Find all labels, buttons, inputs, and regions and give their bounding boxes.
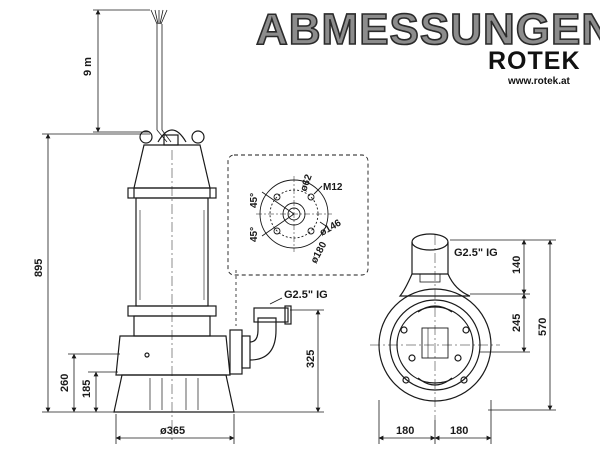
brand-name: ROTEK bbox=[488, 47, 581, 75]
angle-b-label: 45° bbox=[249, 227, 260, 242]
pump-side-view bbox=[113, 9, 292, 440]
height-245-label: 245 bbox=[511, 314, 523, 332]
total-height-label: 895 bbox=[33, 259, 45, 277]
width-right-label: 180 bbox=[450, 425, 468, 437]
pump-top-view bbox=[370, 233, 500, 420]
d180-label: ø180 bbox=[309, 240, 330, 266]
cable-length-label: 9 m bbox=[82, 57, 94, 76]
width-left-label: 180 bbox=[396, 425, 414, 437]
outlet-thread-top-label: G2.5" IG bbox=[454, 247, 498, 259]
outlet-height-label: 325 bbox=[305, 350, 317, 368]
height-260-label: 260 bbox=[59, 374, 71, 392]
d62-label: ø62 bbox=[298, 173, 314, 193]
bolt-label: M12 bbox=[323, 182, 343, 193]
side-dimension-lines bbox=[42, 9, 324, 444]
angle-a-label: 45° bbox=[249, 193, 260, 208]
height-140-label: 140 bbox=[511, 256, 523, 274]
height-185-label: 185 bbox=[81, 380, 93, 398]
flange-detail: M12 ø62 ø146 ø180 45° 45° bbox=[227, 154, 369, 276]
base-diameter-label: ø365 bbox=[160, 425, 185, 437]
brand-logo: ROTEK www.rotek.at bbox=[488, 47, 581, 87]
brand-website: www.rotek.at bbox=[507, 76, 571, 87]
page-title: ABMESSUNGEN bbox=[256, 5, 600, 54]
d146-label: ø146 bbox=[318, 217, 344, 238]
outlet-thread-side-label: G2.5" IG bbox=[284, 289, 328, 301]
power-cable bbox=[150, 9, 172, 143]
top-view-dimension-lines bbox=[378, 239, 556, 444]
height-570-label: 570 bbox=[537, 318, 549, 336]
